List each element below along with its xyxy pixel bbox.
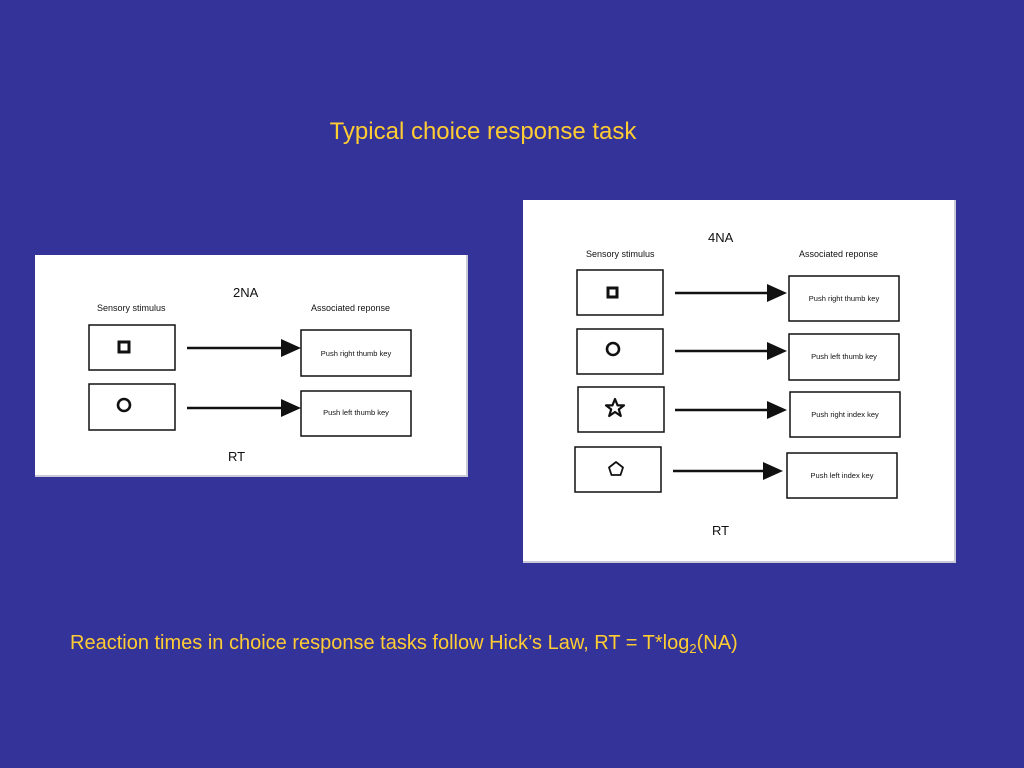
response-header: Associated reponse <box>311 303 390 313</box>
stimulus-box <box>576 328 664 375</box>
caption-text: Reaction times in choice response tasks … <box>70 632 690 654</box>
circle-stimulus-icon <box>116 397 132 413</box>
stimulus-box <box>576 269 664 316</box>
circle-stimulus-icon <box>605 341 621 357</box>
diagram-4na: 4NA Sensory stimulus Associated reponse … <box>523 200 956 563</box>
stimulus-header: Sensory stimulus <box>586 249 655 259</box>
arrow-icon <box>187 399 301 417</box>
response-header: Associated reponse <box>799 249 878 259</box>
arrow-icon <box>675 401 787 419</box>
rt-label: RT <box>712 523 729 538</box>
stimulus-box <box>574 446 662 493</box>
response-box <box>786 452 898 499</box>
response-label: Push left index key <box>811 471 874 480</box>
diagram-2na: 2NA Sensory stimulus Associated reponse … <box>35 255 468 477</box>
hicks-law-caption: Reaction times in choice response tasks … <box>70 632 738 656</box>
response-box <box>788 333 900 381</box>
response-box <box>300 329 412 377</box>
response-label: Push right thumb key <box>809 294 880 303</box>
response-label: Push right thumb key <box>321 349 392 358</box>
arrow-icon <box>673 462 783 480</box>
arrow-icon <box>187 339 301 357</box>
caption-text-end: (NA) <box>696 632 738 654</box>
response-box <box>300 390 412 437</box>
slide-title: Typical choice response task <box>329 118 637 145</box>
rt-label: RT <box>228 449 245 464</box>
star-stimulus-icon <box>604 397 626 418</box>
response-label: Push right index key <box>811 410 879 419</box>
response-box <box>788 275 900 322</box>
response-label: Push left thumb key <box>323 408 389 417</box>
stimulus-header: Sensory stimulus <box>97 303 166 313</box>
stimulus-box <box>88 383 176 431</box>
pentagon-stimulus-icon <box>608 461 624 476</box>
caption-subscript: 2 <box>689 641 697 656</box>
condition-label: 2NA <box>233 285 259 300</box>
square-stimulus-icon <box>606 286 619 299</box>
condition-label: 4NA <box>708 230 734 245</box>
arrow-icon <box>675 284 787 302</box>
arrow-icon <box>675 342 787 360</box>
response-label: Push left thumb key <box>811 352 877 361</box>
square-stimulus-icon <box>117 340 131 354</box>
stimulus-box <box>88 324 176 371</box>
response-box <box>789 391 901 438</box>
stimulus-box <box>577 386 665 433</box>
